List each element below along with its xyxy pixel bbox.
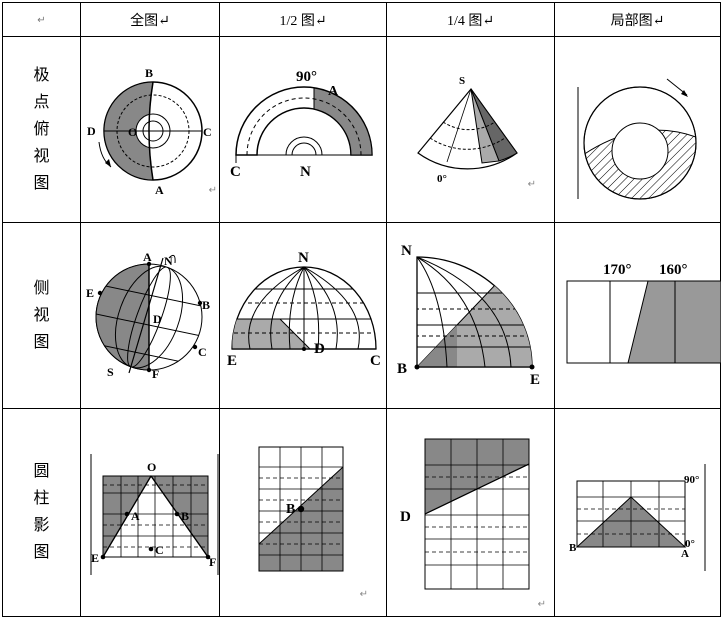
label-d: D bbox=[87, 124, 96, 138]
polar-quarter-figure: S 0° bbox=[417, 75, 518, 185]
corner-mark: ↵ bbox=[37, 14, 46, 26]
label-c: C bbox=[230, 164, 241, 180]
label-n: N bbox=[298, 250, 309, 266]
return-mark: ↵ bbox=[208, 185, 217, 196]
cylinder-row: 圆 柱 影 图 bbox=[2, 408, 721, 617]
label-n: N bbox=[401, 243, 412, 259]
label-f: F bbox=[152, 367, 159, 381]
polar-full-figure: B A D O C bbox=[87, 66, 212, 197]
row-label-cylinder: 圆 柱 影 图 bbox=[2, 408, 81, 617]
label-o: O bbox=[128, 125, 137, 139]
header-corner: ↵ bbox=[2, 2, 81, 37]
label-a: A bbox=[328, 84, 339, 99]
header-full: 全图↵ bbox=[80, 2, 220, 37]
cell-side-partial: 170° 160° bbox=[554, 222, 721, 409]
label-170: 170° bbox=[603, 262, 632, 278]
cell-side-full: A N E B D C S F bbox=[80, 222, 220, 409]
side-quarter-figure: N B E bbox=[397, 243, 540, 388]
label-c: C bbox=[198, 345, 207, 359]
label-160: 160° bbox=[659, 262, 688, 278]
row-label-side: 侧 视 图 bbox=[2, 222, 81, 409]
label-char: 影 bbox=[33, 517, 50, 534]
label-s: S bbox=[459, 75, 465, 87]
label-f: F bbox=[209, 555, 216, 569]
label-e: E bbox=[227, 353, 237, 369]
label-a: A bbox=[131, 509, 140, 523]
cell-polar-half: 90° A C N bbox=[219, 36, 387, 223]
cell-side-half: N E D C bbox=[219, 222, 387, 409]
cell-polar-quarter: S 0° ↵ bbox=[386, 36, 555, 223]
polar-partial-figure bbox=[577, 78, 697, 200]
cell-cyl-full: O A B C E F bbox=[80, 408, 220, 617]
label-c: C bbox=[203, 125, 212, 139]
label-90: 90° bbox=[296, 69, 317, 85]
label-0: 0° bbox=[437, 173, 447, 185]
label-b: B bbox=[202, 298, 210, 312]
label-n: N bbox=[300, 164, 311, 180]
label-d: D bbox=[400, 509, 411, 525]
polar-half-figure: 90° A C N bbox=[230, 69, 373, 180]
side-full-figure: A N E B D C S F bbox=[86, 250, 210, 381]
cyl-partial-figure: 90° 0° B A bbox=[569, 464, 706, 571]
label-b: B bbox=[181, 509, 189, 523]
label-e: E bbox=[530, 372, 540, 388]
label-e: E bbox=[86, 286, 94, 300]
label-char: 圆 bbox=[33, 463, 50, 480]
label-char: 俯 bbox=[33, 120, 50, 138]
header-quarter: 1/4 图↵ bbox=[386, 2, 555, 37]
cyl-half-figure: B bbox=[258, 446, 344, 572]
label-char: 极 bbox=[33, 66, 50, 84]
label-char: 柱 bbox=[33, 490, 50, 507]
label-char: 图 bbox=[33, 174, 50, 192]
label-a: A bbox=[681, 548, 689, 560]
cyl-quarter-figure: D bbox=[400, 438, 530, 590]
header-partial: 局部图↵ bbox=[554, 2, 721, 37]
cyl-full-figure: O A B C E F bbox=[90, 454, 219, 575]
header-half: 1/2 图↵ bbox=[219, 2, 387, 37]
label-o: O bbox=[147, 460, 156, 474]
cell-polar-full: B A D O C ↵ bbox=[80, 36, 220, 223]
label-n: N bbox=[164, 254, 173, 268]
return-mark: ↵ bbox=[527, 179, 536, 190]
side-view-row: 侧 视 图 bbox=[2, 222, 721, 409]
label-c: C bbox=[155, 543, 164, 557]
label-char: 图 bbox=[33, 544, 50, 561]
label-90: 90° bbox=[684, 474, 699, 486]
cell-side-quarter: N B E bbox=[386, 222, 555, 409]
label-s: S bbox=[107, 365, 114, 379]
label-c: C bbox=[370, 353, 381, 369]
label-char: 点 bbox=[33, 93, 50, 111]
label-char: 侧 bbox=[33, 279, 50, 297]
row-label-polar: 极 点 俯 视 图 bbox=[2, 36, 81, 223]
side-partial-figure: 170° 160° bbox=[566, 262, 721, 364]
cell-cyl-half: B ↵ bbox=[219, 408, 387, 617]
label-d: D bbox=[314, 341, 325, 357]
polar-view-row: 极 点 俯 视 图 B A D O bbox=[2, 36, 721, 223]
label-e: E bbox=[91, 551, 99, 565]
label-char: 视 bbox=[33, 306, 50, 324]
label-a: A bbox=[155, 183, 164, 197]
label-char: 图 bbox=[33, 333, 50, 351]
return-mark: ↵ bbox=[359, 589, 368, 600]
label-0: 0° bbox=[685, 538, 695, 550]
cell-polar-partial bbox=[554, 36, 721, 223]
label-char: 视 bbox=[33, 147, 50, 165]
cell-cyl-partial: 90° 0° B A bbox=[554, 408, 721, 617]
label-d: D bbox=[153, 312, 162, 326]
label-b: B bbox=[569, 542, 577, 554]
cell-cyl-quarter: D ↵ bbox=[386, 408, 555, 617]
return-mark: ↵ bbox=[537, 599, 546, 610]
label-b: B bbox=[286, 502, 295, 517]
label-b: B bbox=[145, 66, 153, 80]
header-row: ↵ 全图↵ 1/2 图↵ 1/4 图↵ 局部图↵ bbox=[2, 2, 721, 37]
label-a: A bbox=[143, 250, 152, 264]
side-half-figure: N E D C bbox=[227, 250, 381, 369]
label-b: B bbox=[397, 361, 407, 377]
